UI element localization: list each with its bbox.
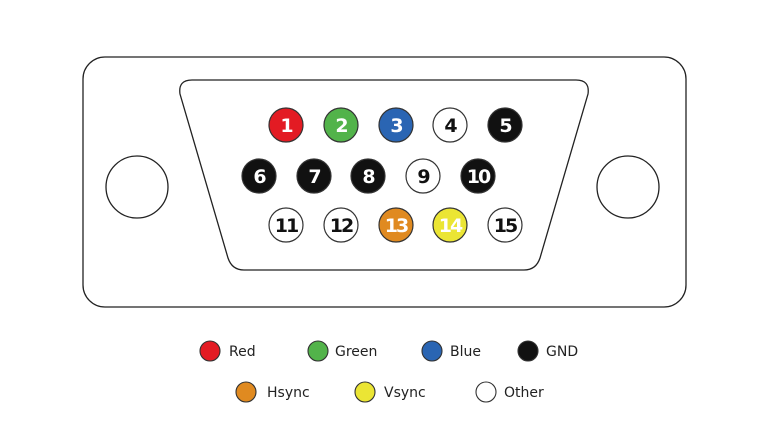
pin-11: 11 <box>268 207 304 243</box>
legend-item-other: Other <box>475 381 544 403</box>
pin-5: 5 <box>487 107 523 143</box>
pin-number: 10 <box>467 166 491 188</box>
legend-swatch <box>517 340 539 362</box>
pin-number: 9 <box>417 166 429 188</box>
legend-swatch <box>354 381 376 403</box>
pin-2: 2 <box>323 107 359 143</box>
left-screw-hole <box>105 155 169 219</box>
legend-item-hsync: Hsync <box>235 381 310 403</box>
pin-3: 3 <box>378 107 414 143</box>
pin-circle <box>432 107 468 143</box>
pin-circle <box>405 158 441 194</box>
legend-label: Vsync <box>384 385 426 401</box>
pin-15: 15 <box>487 207 523 243</box>
pin-number: 5 <box>499 115 511 137</box>
pin-number: 2 <box>335 115 347 137</box>
pin-circle <box>432 207 468 243</box>
legend-label: Blue <box>450 344 481 360</box>
pin-circle <box>350 158 386 194</box>
pin-8: 8 <box>350 158 386 194</box>
pin-circle <box>378 207 414 243</box>
legend-swatch <box>235 381 257 403</box>
pin-1: 1 <box>268 107 304 143</box>
pin-circle <box>378 107 414 143</box>
pin-6: 6 <box>241 158 277 194</box>
legend-swatch <box>307 340 329 362</box>
pin-circle <box>460 158 496 194</box>
legend: Red Green Blue GND Hsync Vsync Other <box>199 340 578 403</box>
legend-label: Other <box>504 385 544 401</box>
legend-item-vsync: Vsync <box>354 381 426 403</box>
pin-number: 3 <box>390 115 402 137</box>
pin-circle <box>323 207 359 243</box>
pin-circle <box>487 107 523 143</box>
pin-number: 13 <box>385 215 408 237</box>
legend-swatch <box>475 381 497 403</box>
pin-circle <box>296 158 332 194</box>
pin-12: 12 <box>323 207 359 243</box>
pin-number: 11 <box>275 215 298 237</box>
legend-item-gnd: GND <box>517 340 578 362</box>
pin-circle <box>268 207 304 243</box>
pin-number: 15 <box>494 215 517 237</box>
pin-circle <box>241 158 277 194</box>
legend-item-red: Red <box>199 340 256 362</box>
legend-item-blue: Blue <box>421 340 481 362</box>
pin-10: 10 <box>460 158 496 194</box>
pin-number: 4 <box>444 115 457 137</box>
pin-number: 8 <box>362 166 375 188</box>
right-screw-hole <box>596 155 660 219</box>
legend-label: Green <box>335 344 377 360</box>
pin-number: 14 <box>439 215 463 237</box>
pin-circle <box>323 107 359 143</box>
legend-swatch <box>421 340 443 362</box>
pin-circle <box>268 107 304 143</box>
pin-14: 14 <box>432 207 468 243</box>
pin-circle <box>487 207 523 243</box>
pin-7: 7 <box>296 158 332 194</box>
pin-4: 4 <box>432 107 468 143</box>
legend-label: Hsync <box>267 385 310 401</box>
pin-number: 1 <box>280 115 292 137</box>
legend-label: Red <box>229 344 256 360</box>
legend-label: GND <box>546 344 578 360</box>
pin-number: 7 <box>308 166 320 188</box>
legend-item-green: Green <box>307 340 377 362</box>
pin-9: 9 <box>405 158 441 194</box>
pin-number: 12 <box>330 215 353 237</box>
pin-number: 6 <box>253 166 266 188</box>
legend-swatch <box>199 340 221 362</box>
pin-13: 13 <box>378 207 414 243</box>
